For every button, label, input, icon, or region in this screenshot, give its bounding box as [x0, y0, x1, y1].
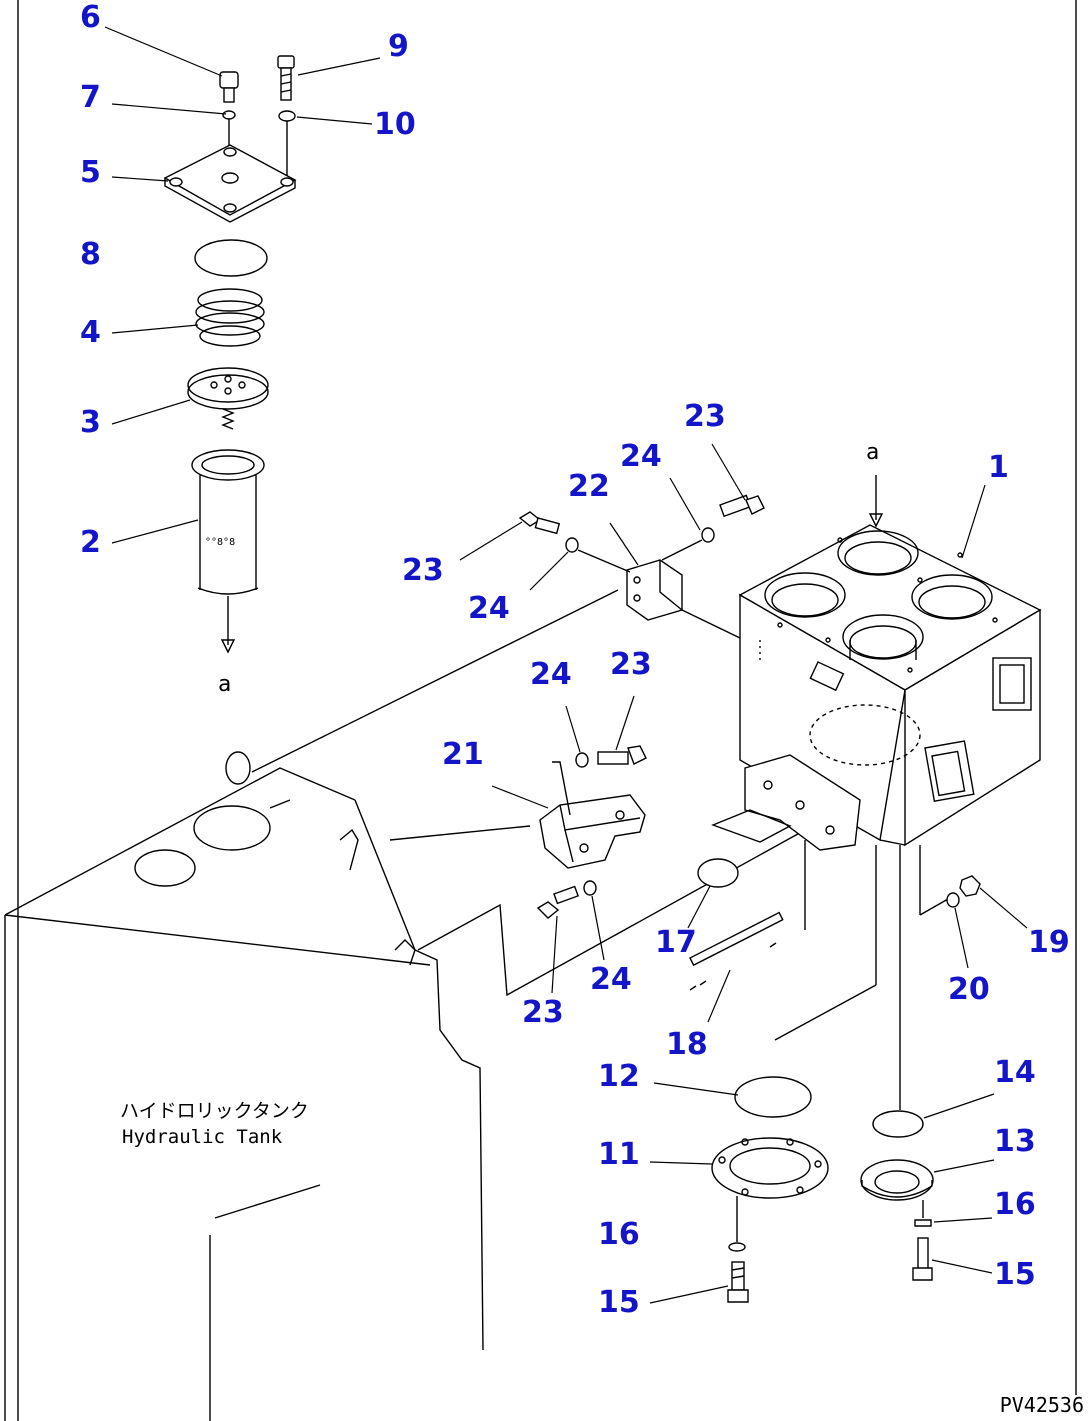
callout-16-right: 16 — [994, 1187, 1036, 1222]
callout-9: 9 — [388, 29, 409, 64]
spring-4 — [195, 288, 265, 347]
washer-7 — [222, 110, 236, 120]
cover-11 — [711, 1137, 829, 1199]
washer-24-mid — [575, 752, 589, 768]
callout-23-lower: 23 — [522, 995, 564, 1030]
bolt-23-upper — [719, 494, 765, 518]
tank-label-english: Hydraulic Tank — [122, 1126, 283, 1148]
valve-3 — [187, 367, 269, 430]
o-ring-14 — [872, 1110, 924, 1138]
o-ring-8 — [194, 239, 268, 277]
o-ring-12 — [734, 1076, 812, 1118]
callout-11: 11 — [598, 1137, 640, 1172]
washer-16-left — [728, 1242, 746, 1252]
cover-13 — [860, 1159, 934, 1201]
nut-19 — [959, 875, 981, 897]
callout-23-left: 23 — [402, 553, 444, 588]
callout-15-right: 15 — [994, 1257, 1036, 1292]
callout-2: 2 — [80, 525, 101, 560]
callout-24-lower: 24 — [590, 962, 632, 997]
callout-17: 17 — [655, 925, 697, 960]
callout-14: 14 — [994, 1055, 1036, 1090]
callout-15-left: 15 — [598, 1285, 640, 1320]
callout-22: 22 — [568, 469, 610, 504]
bolt-15-left — [727, 1261, 749, 1303]
filter-case-1 — [711, 524, 1042, 851]
washer-10 — [278, 110, 296, 122]
callout-19: 19 — [1028, 925, 1070, 960]
washer-20 — [946, 892, 960, 908]
stud-18 — [689, 911, 784, 991]
callout-8: 8 — [80, 237, 101, 272]
callout-10: 10 — [374, 107, 416, 142]
bolt-23-left — [518, 511, 561, 535]
svg-text:°°8°8: °°8°8 — [205, 537, 235, 548]
cover-5 — [163, 144, 297, 223]
washer-24-left — [565, 537, 579, 553]
tank-label-japanese: ハイドロリックタンク — [120, 1100, 309, 1122]
bolt-23-lower — [536, 885, 579, 919]
breather-bolt-6 — [219, 71, 239, 103]
callout-24-upper: 24 — [620, 439, 662, 474]
callout-3: 3 — [80, 405, 101, 440]
document-code: PV42536 — [999, 1393, 1084, 1417]
bolt-9 — [277, 55, 295, 101]
reference-mark-bottom: a — [218, 672, 232, 697]
washer-24-upper — [701, 527, 715, 543]
callout-21: 21 — [442, 737, 484, 772]
callout-4: 4 — [80, 315, 101, 350]
callout-12: 12 — [598, 1059, 640, 1094]
filter-element-2: °°8°8 — [191, 449, 265, 595]
washer-16-right — [914, 1219, 932, 1227]
callout-7: 7 — [80, 80, 101, 115]
callout-13: 13 — [994, 1124, 1036, 1159]
bracket-21 — [539, 761, 646, 869]
plug-17 — [697, 858, 739, 888]
callout-24-mid: 24 — [530, 657, 572, 692]
callout-6: 6 — [80, 0, 101, 35]
callout-23-mid: 23 — [610, 647, 652, 682]
reference-mark-top: a — [866, 440, 880, 465]
callout-5: 5 — [80, 155, 101, 190]
bolt-15-right — [912, 1237, 933, 1281]
callout-20: 20 — [948, 972, 990, 1007]
bolt-23-mid — [597, 745, 647, 765]
callout-1: 1 — [988, 450, 1009, 485]
callout-16-left: 16 — [598, 1217, 640, 1252]
washer-24-lower — [583, 880, 597, 896]
callout-23-upper: 23 — [684, 399, 726, 434]
callout-24-left: 24 — [468, 591, 510, 626]
bracket-22 — [626, 559, 683, 621]
hydraulic-tank — [4, 751, 484, 1421]
callout-18: 18 — [666, 1027, 708, 1062]
